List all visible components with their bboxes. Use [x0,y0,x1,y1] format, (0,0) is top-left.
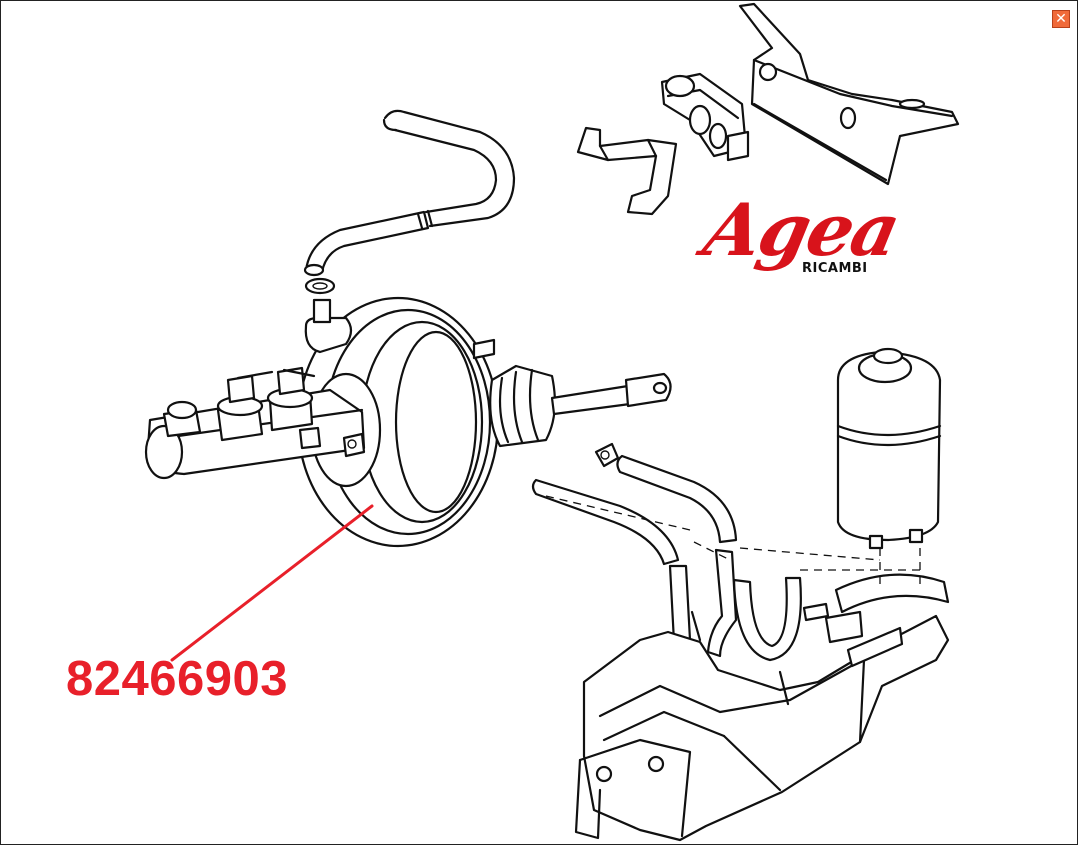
part-number-callout: 82466903 [66,652,289,706]
retaining-clip [576,126,678,216]
reservoir-strap [802,573,950,644]
vacuum-hose [303,109,516,277]
mounting-bracket [738,2,960,186]
reservoir-hoses [531,442,802,662]
fluid-reservoir [836,347,942,550]
pressure-switch [660,72,750,162]
close-icon: ✕ [1055,11,1067,27]
assembly-guides [545,495,921,590]
brand-subtitle: RICAMBI [802,261,868,276]
brand-logo: Agea [697,187,906,272]
support-tray [574,610,950,842]
close-button[interactable]: ✕ [1052,10,1070,28]
hose-clamp [304,277,336,295]
master-cylinder [144,366,366,480]
callout-leader-line [170,504,374,662]
